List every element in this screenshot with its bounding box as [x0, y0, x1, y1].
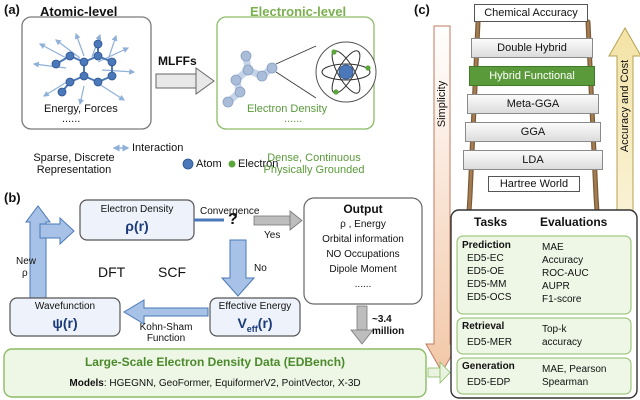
electron-cloud-molecule [222, 50, 278, 108]
atomic-atoms [51, 39, 117, 97]
zoom-lines [275, 45, 317, 99]
dense-caption-2: Physically Grounded [263, 164, 365, 176]
electron-density-box-label: Electron Density [100, 204, 174, 215]
chemical-accuracy-sign: Chemical Accuracy [474, 4, 588, 22]
wavefunction-label: Wavefunction [34, 301, 96, 312]
veff-label: Veff(r) [237, 315, 273, 334]
count-label-2: million [372, 326, 405, 337]
edbench-box [3, 348, 427, 398]
legend-electron-icon [228, 160, 236, 168]
new-rho-label-1: New [16, 256, 37, 267]
rung-gga: GGA [465, 122, 601, 142]
effective-energy-box [209, 297, 301, 337]
output-box [303, 197, 423, 305]
prediction-eval: Accuracy [542, 255, 584, 266]
generation-box [456, 357, 632, 395]
electron-density-label: Electron Density [247, 103, 328, 115]
electronic-level-title: Electronic-level [250, 4, 347, 19]
count-label-1: ~3.4 [372, 314, 392, 325]
panel-a-label: (a) [4, 2, 20, 17]
retrieval-task: ED5-MER [467, 337, 513, 348]
prediction-task: ED5-OCS [467, 292, 512, 303]
mlffs-arrow [155, 67, 215, 95]
output-item: NO Occupations [326, 249, 400, 260]
prediction-label: Prediction [462, 240, 511, 251]
generation-task: ED5-EDP [467, 377, 511, 388]
dense-caption-1: Dense, Continuous [267, 152, 361, 164]
dft-label: DFT [98, 264, 126, 280]
new-rho-label-2: ρ [22, 268, 28, 279]
convergence-label: Convergence [200, 206, 260, 217]
evaluations-header: Evaluations [540, 215, 608, 229]
legend-atom-label: Atom [196, 158, 222, 170]
scf-label: SCF [158, 264, 186, 280]
tasks-header: Tasks [474, 215, 508, 229]
atom-model-icon [315, 41, 377, 103]
prediction-task: ED5-EC [467, 253, 504, 264]
prediction-eval: MAE [542, 242, 564, 253]
edbench-to-tasks-arrow [427, 361, 451, 384]
retrieval-box [456, 317, 632, 355]
effective-energy-label: Effective Energy [218, 301, 292, 312]
convergence-question-icon: ? [228, 211, 238, 228]
output-item: ...... [354, 279, 372, 290]
prediction-eval: AUPR [542, 281, 570, 292]
prediction-eval: ROC-AUC [542, 268, 589, 279]
wavefunction-box [9, 297, 121, 337]
prediction-box [456, 235, 632, 315]
atomic-level-title: Atomic-level [40, 4, 118, 19]
panel-b-label: (b) [4, 190, 21, 205]
kohn-sham-label-2: Function [146, 333, 186, 344]
sparse-caption-1: Sparse, Discrete [33, 152, 115, 164]
atomic-dots: ...... [62, 113, 81, 125]
rho-r-label: ρ(r) [125, 218, 149, 234]
retrieval-label: Retrieval [462, 321, 505, 332]
prediction-task: ED5-MM [467, 279, 507, 290]
output-item: Orbital information [322, 234, 404, 245]
output-item: ρ , Energy [340, 219, 386, 230]
rung-hybrid-functional: Hybrid Functional [469, 66, 595, 86]
sparse-caption-2: Representation [36, 164, 112, 176]
panel-c-label: (c) [414, 2, 430, 17]
energy-forces-label: Energy, Forces [44, 103, 118, 115]
scf-loop-arrows [25, 205, 256, 325]
legend-atom-icon [182, 158, 194, 170]
output-title: Output [343, 202, 383, 216]
hartree-world-sign: Hartree World [488, 176, 580, 192]
no-label: No [254, 263, 267, 274]
generation-label: Generation [462, 361, 515, 372]
simplicity-arrow [425, 25, 459, 374]
psi-r-label: ψ(r) [52, 315, 78, 331]
simplicity-label: Simplicity [436, 80, 448, 128]
rung-lda: LDA [463, 150, 603, 170]
retrieval-eval: accuracy [542, 337, 583, 348]
legend-electron-label: Electron [238, 158, 279, 170]
models-line: Models: HGEGNN, GeoFormer, EquiformerV2,… [69, 378, 361, 389]
legend-interaction-label: Interaction [132, 142, 184, 154]
kohn-sham-label-1: Kohn-Sham [139, 322, 193, 333]
prediction-eval: F1-score [542, 294, 582, 305]
yes-arrow [253, 210, 303, 231]
mlffs-label: MLFFs [158, 54, 197, 68]
rung-meta-gga: Meta-GGA [467, 94, 599, 114]
retrieval-eval: Top-k [542, 324, 567, 335]
output-item: Dipole Moment [329, 264, 397, 275]
edbench-title: Large-Scale Electron Density Data (EDBen… [84, 355, 346, 369]
accuracy-cost-label: Accuracy and Cost [619, 59, 631, 153]
yes-label: Yes [264, 230, 281, 241]
generation-eval: MAE, Pearson [542, 364, 607, 375]
generation-eval: Spearman [542, 377, 589, 388]
electronic-dots: ...... [284, 113, 303, 125]
rung-double-hybrid: Double Hybrid [471, 38, 593, 58]
prediction-task: ED5-OE [467, 266, 505, 277]
output-down-arrow [350, 305, 374, 345]
